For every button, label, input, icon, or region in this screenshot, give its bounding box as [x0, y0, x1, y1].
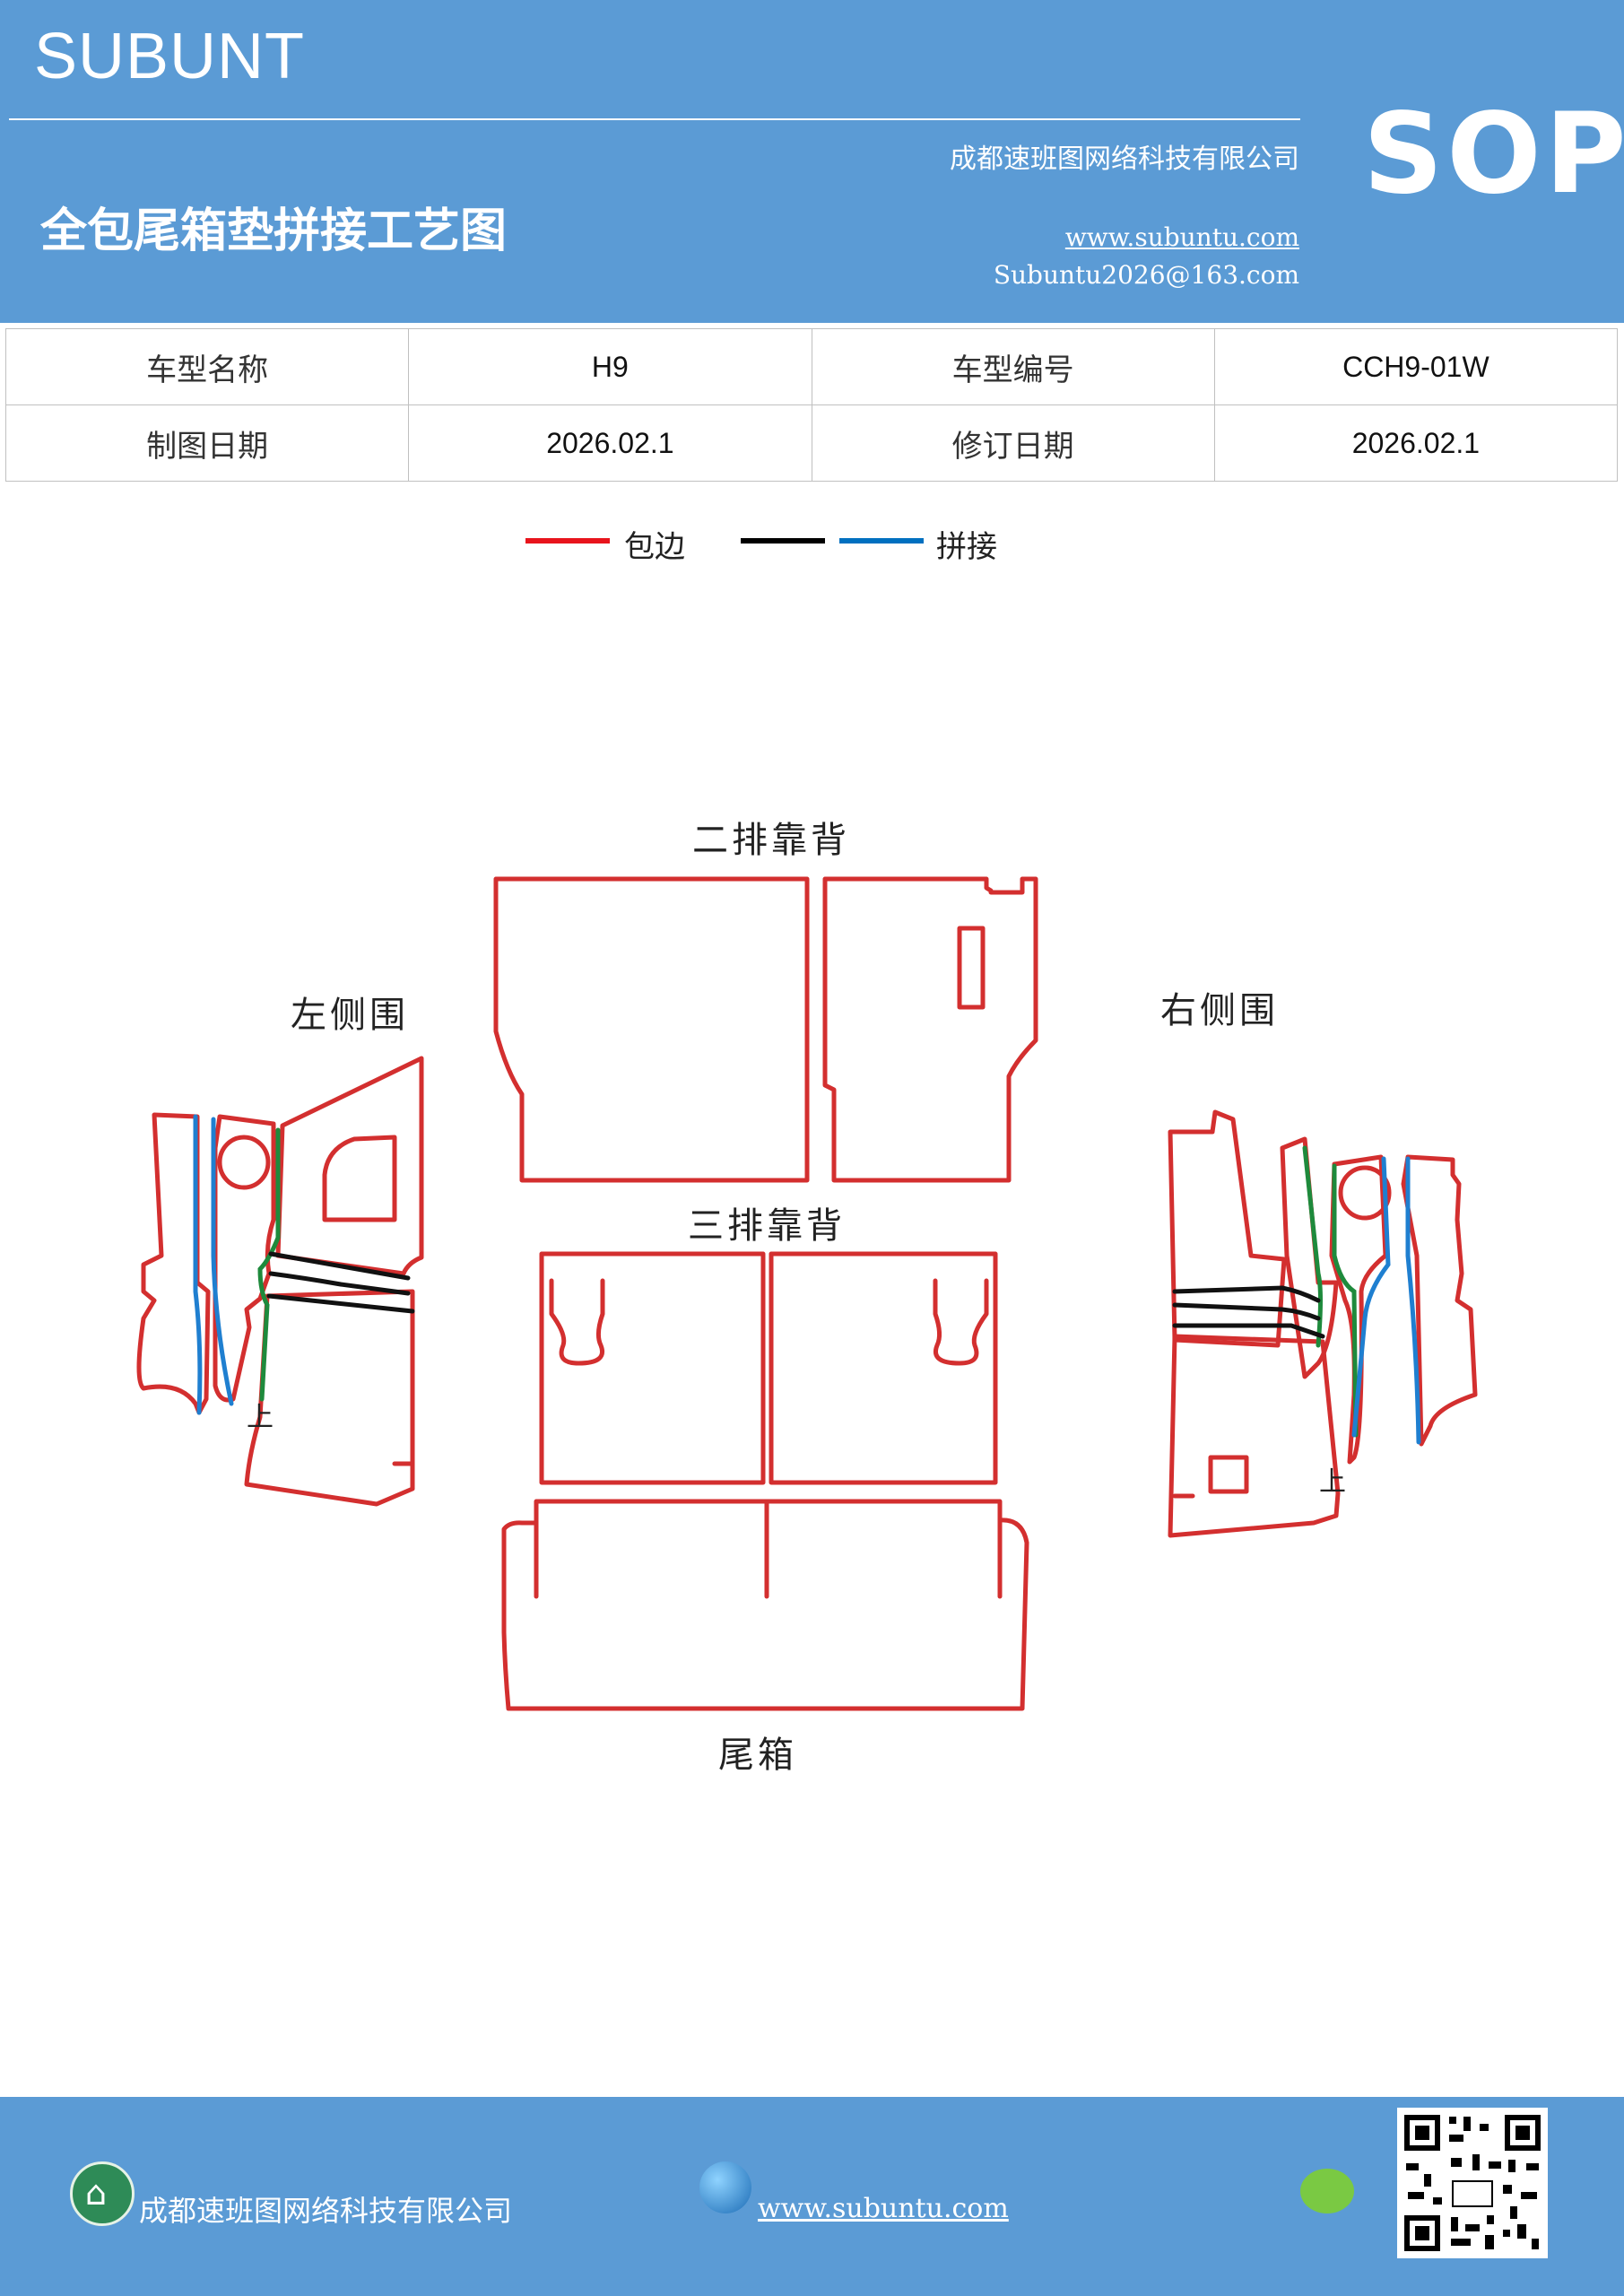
revision-date-label: 修订日期 — [811, 404, 1215, 482]
third-row-back-panel — [539, 1251, 998, 1485]
draw-date-label: 制图日期 — [4, 404, 410, 482]
legend: 包边 拼接 — [0, 520, 1624, 574]
second-row-back-panel — [493, 876, 1038, 1183]
wechat-icon — [1300, 2169, 1354, 2213]
company-website-link[interactable]: www.subuntu.com — [1064, 222, 1299, 252]
sop-badge: SOP — [1363, 90, 1624, 219]
footer-website-link[interactable]: www.subuntu.com — [758, 2193, 1009, 2224]
vehicle-info-table: 车型名称 H9 车型编号 CCH9-01W 制图日期 2026.02.1 修订日… — [4, 328, 1619, 482]
model-code-label: 车型编号 — [811, 328, 1215, 405]
right-seam-green — [1302, 1145, 1359, 1438]
label-second-row-back: 二排靠背 — [692, 820, 850, 861]
model-code-value: CCH9-01W — [1213, 328, 1619, 405]
legend-label-edge: 包边 — [624, 529, 685, 565]
footer-banner — [0, 2097, 1624, 2296]
label-third-row-back: 三排靠背 — [688, 1205, 846, 1247]
right-side-panel — [1168, 1109, 1478, 1538]
label-left-side: 左侧围 — [291, 995, 409, 1036]
qr-code-icon — [1397, 2108, 1548, 2258]
globe-icon — [699, 2161, 751, 2213]
label-trunk: 尾箱 — [718, 1735, 797, 1776]
document-title: 全包尾箱垫拼接工艺图 — [40, 204, 508, 258]
header-banner — [0, 0, 1624, 323]
left-seam-green — [257, 1127, 281, 1402]
mark-up-right: 上 — [1319, 1466, 1350, 1498]
model-name-value: H9 — [408, 328, 812, 405]
table-row: 车型名称 H9 车型编号 CCH9-01W — [4, 328, 1619, 405]
footer-company-name: 成都速班图网络科技有限公司 — [139, 2194, 513, 2228]
mark-up-left: 上 — [247, 1402, 277, 1433]
header-divider — [9, 118, 1300, 120]
label-right-side: 右侧围 — [1160, 990, 1279, 1031]
left-side-panel — [136, 1056, 424, 1507]
legend-swatch-edge — [525, 538, 610, 544]
revision-date-value: 2026.02.1 — [1213, 404, 1619, 482]
table-row: 制图日期 2026.02.1 修订日期 2026.02.1 — [4, 404, 1619, 482]
building-icon: ⌂ — [70, 2161, 135, 2226]
legend-swatch-seam-black — [741, 538, 825, 544]
model-name-label: 车型名称 — [4, 328, 410, 405]
left-seam-blue — [193, 1114, 234, 1415]
left-seam-black — [266, 1251, 415, 1314]
right-seam-black — [1172, 1285, 1325, 1339]
legend-swatch-seam-blue — [839, 538, 924, 544]
right-seam-blue — [1351, 1156, 1421, 1445]
company-name: 成都速班图网络科技有限公司 — [950, 144, 1299, 175]
company-email: Subuntu2026@163.com — [993, 260, 1299, 290]
brand-logo: SUBUNT — [34, 21, 306, 92]
legend-label-seam: 拼接 — [936, 529, 997, 565]
draw-date-value: 2026.02.1 — [408, 404, 812, 482]
trunk-panel — [501, 1499, 1029, 1711]
